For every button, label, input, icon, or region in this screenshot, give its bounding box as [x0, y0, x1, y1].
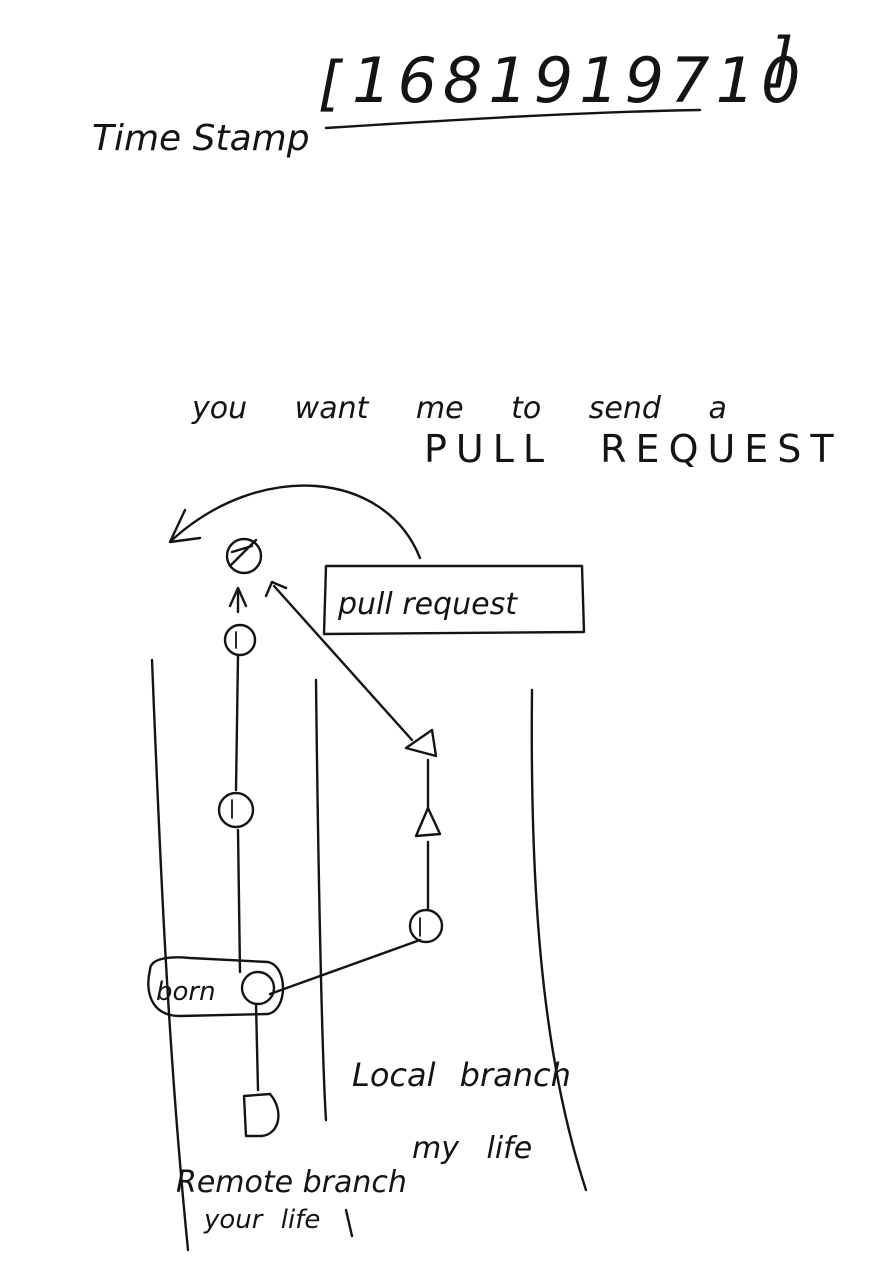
timestamp-bracket-open: [ [318, 49, 344, 119]
local-branch-diagonal [268, 938, 422, 996]
timestamp-bracket-close: ] [767, 25, 793, 95]
lane-line-left [150, 658, 190, 1252]
remote-commit-2 [217, 791, 255, 829]
remote-branch-label: Remote branch [176, 1165, 407, 1200]
local-branch-sublabel: my life [412, 1131, 532, 1166]
timestamp-header: Time Stamp [ 1681919710 ] [92, 25, 806, 159]
local-to-merge-line [272, 584, 414, 742]
local-commit-3 [404, 728, 438, 758]
merge-curve-arrowhead [168, 508, 202, 544]
timestamp-label: Time Stamp [92, 118, 310, 159]
lane-line-fragment [344, 1208, 354, 1238]
remote-branch-line-lower [254, 1002, 260, 1092]
lane-line-middle [314, 678, 328, 1122]
local-merge-arrowhead [264, 580, 288, 598]
remote-branch-sublabel: your life [203, 1205, 320, 1235]
pull-request-label: pull request [337, 587, 518, 622]
merge-curve-arrow [170, 484, 422, 560]
timestamp-value: 1681919710 [352, 44, 806, 117]
pull-request-box: pull request [322, 564, 586, 636]
question-line-1: you want me to send a [191, 391, 727, 426]
remote-commit-3 [223, 623, 257, 657]
merge-commit-node [225, 537, 263, 575]
remote-branch-line-middle [236, 828, 242, 974]
local-branch-label: Local branch [352, 1056, 571, 1094]
question-line-2: PULL REQUEST [424, 427, 843, 471]
remote-arrowhead [228, 586, 248, 608]
born-label: born [156, 977, 216, 1007]
local-commit-1 [408, 908, 444, 944]
timestamp-underline [324, 108, 702, 130]
initial-commit-node [242, 1092, 280, 1138]
remote-branch-line-upper [234, 654, 240, 792]
lane-line-right [530, 688, 588, 1192]
local-commit-2 [414, 806, 442, 838]
